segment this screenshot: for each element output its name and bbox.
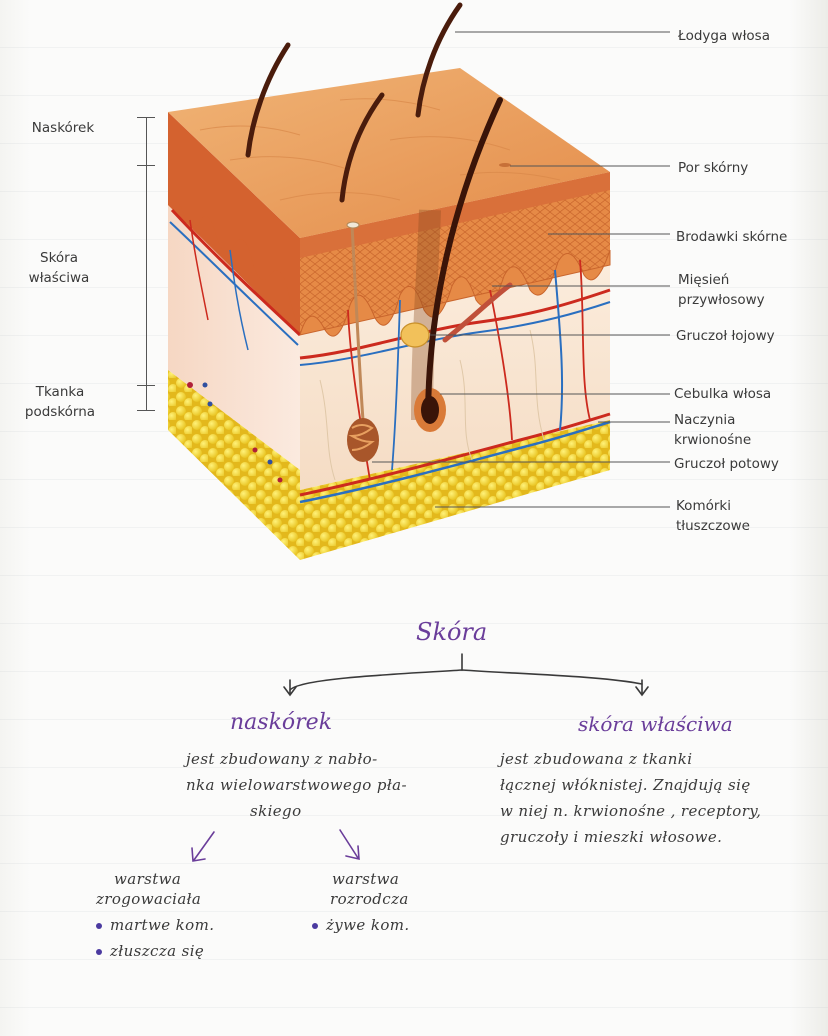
hypodermis-bracket [146, 385, 147, 410]
side-dermis [168, 205, 300, 470]
label-epidermis: Naskórek [31, 120, 95, 136]
notes-title: Skóra [416, 618, 488, 646]
left-description: jest zbudowany z nabło- nka wielowarstwo… [186, 750, 407, 820]
dermis-bracket [146, 165, 147, 385]
label-hair-shaft: Łodyga włosa [678, 28, 770, 44]
label-hair-bulb: Cebulka włosa [674, 386, 772, 402]
front-fat [300, 420, 610, 560]
label-papillae: Brodawki skórne [676, 229, 788, 245]
label-pore: Por skórny [678, 160, 749, 176]
label-sweat-gland: Gruczoł potowy [674, 456, 779, 472]
hair-shaft-main [425, 97, 503, 423]
sebaceous-gland [400, 322, 430, 348]
right-heading: skóra właściwa [578, 712, 733, 736]
epidermis-bracket [146, 117, 147, 165]
hair-shaft [339, 92, 385, 203]
sweat-gland-coil [347, 418, 379, 462]
right-description: jest zbudowana z tkanki łącznej włóknist… [500, 750, 762, 846]
skin-cross-section-illustration [168, 2, 611, 560]
skin-surface [168, 68, 610, 238]
arrector-muscle [442, 282, 513, 343]
label-sebaceous-gland: Gruczoł łojowy [676, 328, 775, 344]
hair-shaft [245, 42, 291, 158]
stratum-basale-note: warstwa rozrodcza żywe kom. [312, 866, 472, 938]
leader-lines [372, 31, 670, 508]
stratum-corneum-note: warstwa zrogowaciała martwe kom. złuszcz… [96, 870, 215, 960]
notes-arrows [191, 653, 649, 862]
side-fat [168, 370, 300, 560]
left-heading: naskórek [230, 710, 333, 735]
hair-shaft [415, 2, 463, 118]
front-epidermis [300, 172, 610, 335]
